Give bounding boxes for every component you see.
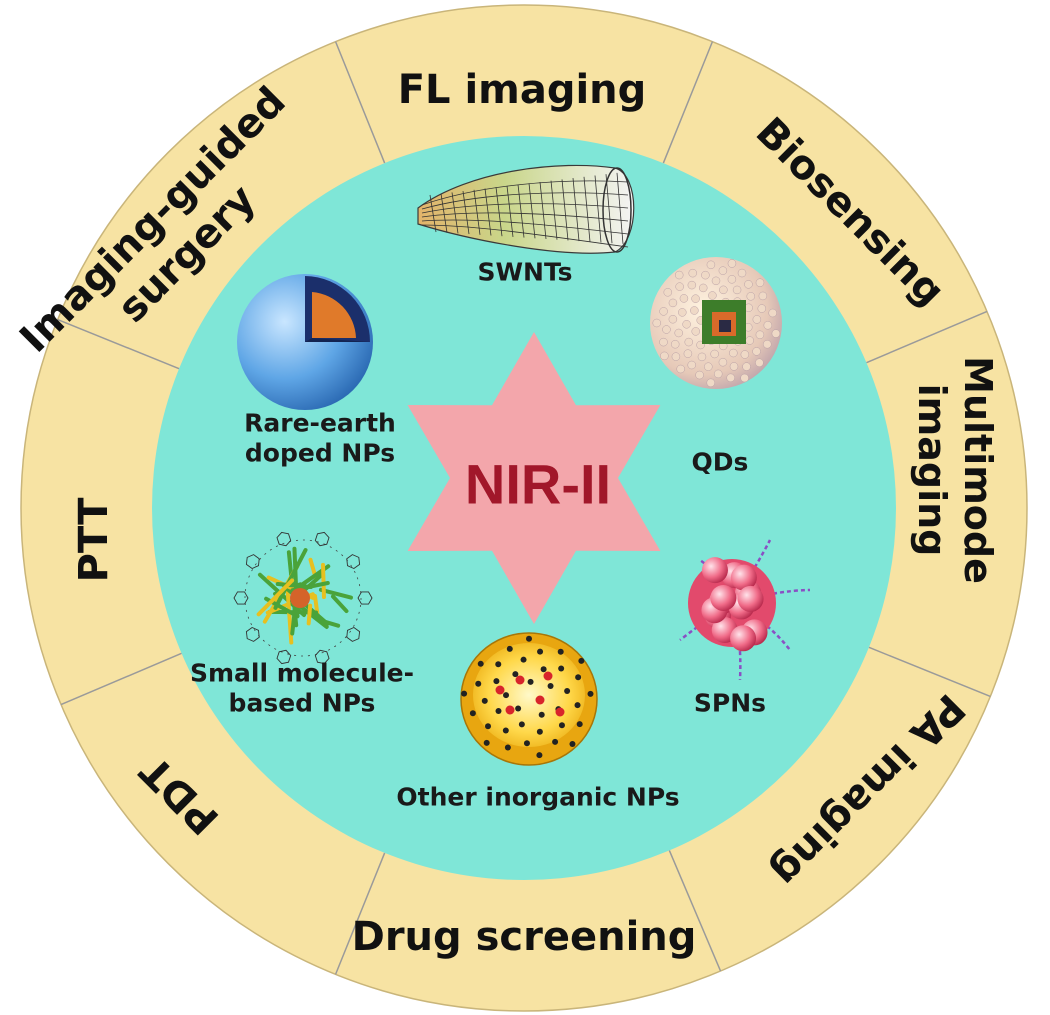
nanomaterial-label-line: doped NPs xyxy=(245,439,395,468)
ring-divider xyxy=(868,646,991,698)
application-label-line: imaging xyxy=(910,384,954,557)
polymer-nanoparticle-icon xyxy=(679,539,811,681)
nanotube-icon xyxy=(417,164,635,254)
nanomaterial-label: SPNs xyxy=(694,689,766,718)
application-label-line: PTT xyxy=(71,497,117,583)
molecular-cluster-icon xyxy=(233,531,373,665)
nanomaterial-label: SWNTs xyxy=(477,258,572,287)
ring-divider xyxy=(866,310,988,364)
ring-divider xyxy=(662,41,714,164)
application-label: Drug screening xyxy=(352,914,697,960)
nanomaterial-label-line: SPNs xyxy=(694,689,766,718)
application-label: FL imaging xyxy=(398,67,647,113)
inorganic-nanoparticle-icon xyxy=(460,632,598,766)
nanomaterial-label: Small molecule-based NPs xyxy=(190,659,414,718)
quantum-dot-icon xyxy=(650,257,782,389)
ring-divider xyxy=(57,318,180,370)
application-label-line: Drug screening xyxy=(352,914,697,960)
nanomaterial-label-line: QDs xyxy=(692,448,749,477)
nanomaterial-label-line: Other inorganic NPs xyxy=(396,783,679,812)
center-label: NIR-II xyxy=(465,453,611,516)
nanomaterial-label: Other inorganic NPs xyxy=(396,783,679,812)
star-shape xyxy=(407,332,661,624)
ring-divider xyxy=(334,852,386,975)
application-label-line: FL imaging xyxy=(398,67,647,113)
ring-divider xyxy=(334,41,386,164)
application-label: PTT xyxy=(71,497,117,583)
ring-divider xyxy=(668,850,722,972)
nanomaterial-label-line: SWNTs xyxy=(477,258,572,287)
nanomaterial-label-line: Rare-earth xyxy=(244,409,396,438)
nanomaterial-label-line: Small molecule- xyxy=(190,659,414,688)
nanomaterial-label: QDs xyxy=(692,448,749,477)
application-label-line: Multimode xyxy=(956,356,1000,584)
nanomaterial-label-line: based NPs xyxy=(229,689,376,718)
core-shell-sphere-icon xyxy=(237,274,373,410)
ring-divider xyxy=(60,652,182,706)
